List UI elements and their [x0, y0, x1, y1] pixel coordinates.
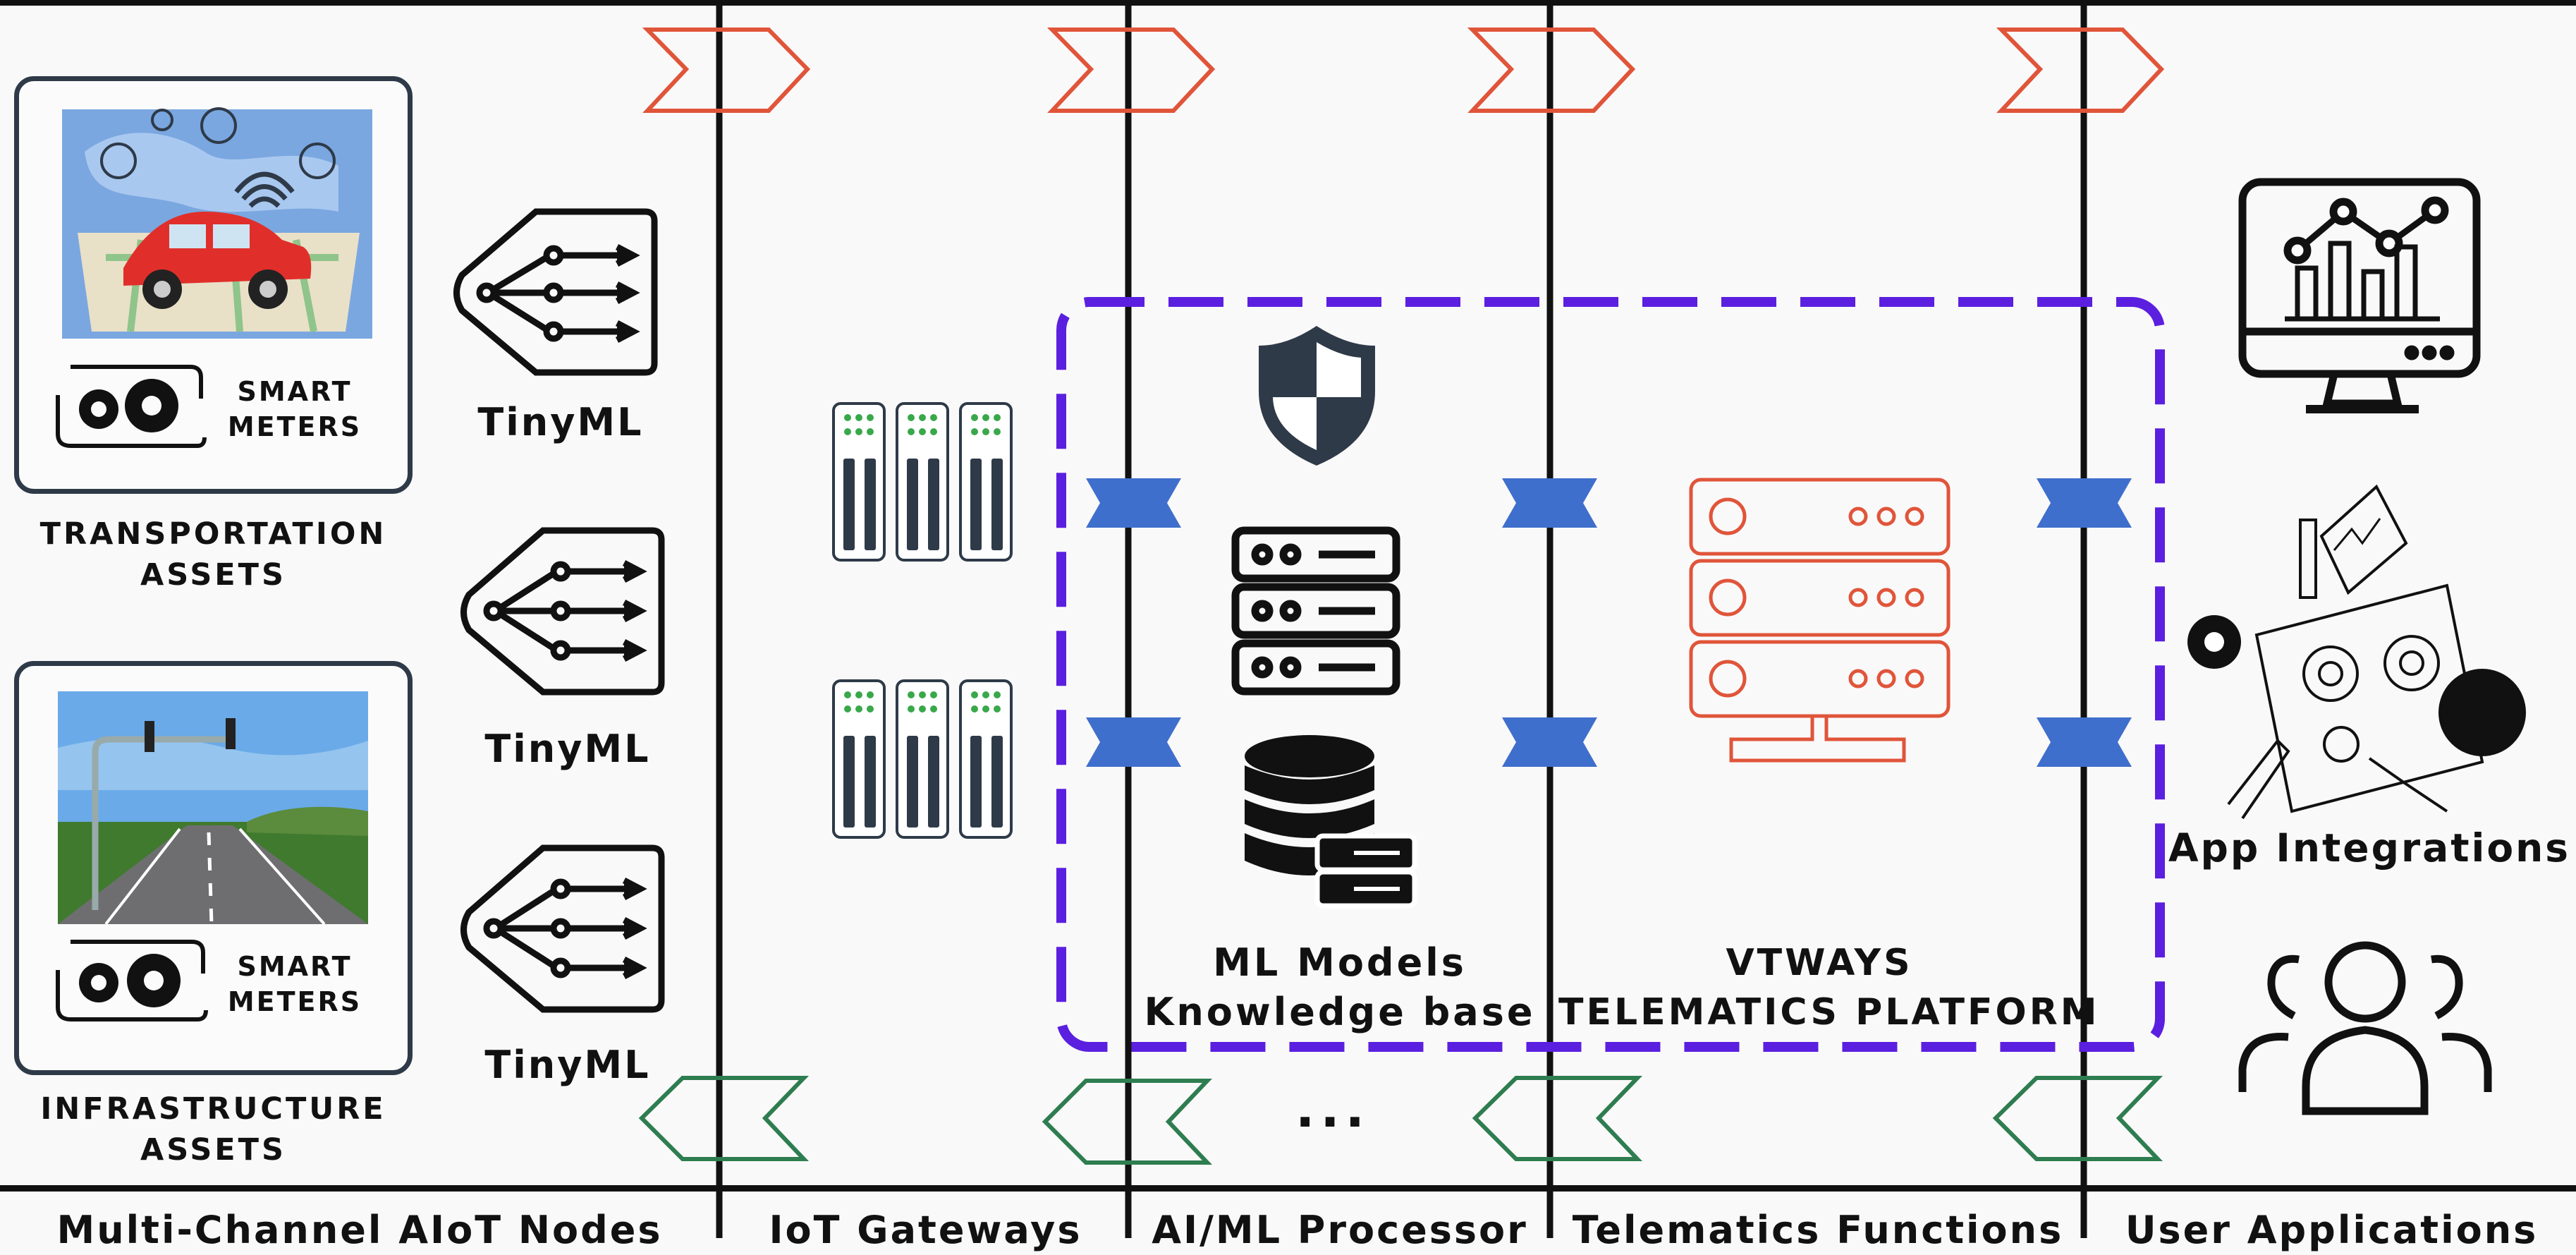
platform-boundary [1056, 297, 2165, 1052]
connector-2 [1086, 717, 1181, 767]
smart-meters-label-2: SMART METERS [227, 951, 362, 1017]
tinyml-label-1: TinyML [477, 400, 644, 444]
dashboard-monitor-icon [2238, 178, 2481, 413]
uplink-arrow-1 [642, 28, 811, 113]
gateway-rack-1 [832, 402, 1013, 562]
downlink-arrow-1 [638, 1076, 810, 1161]
vtways-platform-label: VTWAYS TELEMATICS PLATFORM [1558, 942, 2100, 1033]
connectors [1086, 478, 2132, 767]
ellipsis-label: ... [1295, 1079, 1371, 1139]
connector-4 [1502, 717, 1597, 767]
top-border [0, 0, 2576, 6]
smart-meter-gears-1 [56, 365, 207, 448]
tinyml-label-2: TinyML [484, 727, 651, 771]
lane-dividers [716, 0, 2087, 1238]
server-stack-icon [1231, 526, 1400, 696]
connector-3 [1502, 478, 1597, 528]
infrastructure-photo [58, 691, 368, 926]
smart-meters-label-1: SMART METERS [227, 376, 362, 442]
footer-label-ai-ml-processor: AI/ML Processor [1152, 1208, 1528, 1252]
app-integrations-illustration [2187, 484, 2526, 820]
uplink-arrows [642, 28, 2165, 113]
connector-1 [1086, 478, 1181, 528]
connector-5 [2037, 478, 2132, 528]
tinyml-icon-3 [460, 844, 665, 1013]
downlink-arrow-3 [1472, 1076, 1643, 1161]
shield-icon [1259, 326, 1375, 466]
ml-models-label: ML Models Knowledge base [1144, 940, 1536, 1034]
downlink-arrow-2 [1042, 1079, 1212, 1165]
footer-label-iot-gateways: IoT Gateways [769, 1208, 1082, 1252]
users-icon [2238, 941, 2492, 1115]
gateway-rack-2 [832, 679, 1013, 839]
smart-meter-gears-2 [56, 940, 208, 1021]
tinyml-icon-1 [453, 208, 658, 376]
footer-label-aiot-nodes: Multi-Channel AIoT Nodes [56, 1208, 663, 1252]
downlink-arrow-4 [1992, 1076, 2163, 1161]
transportation-assets-label: TRANSPORTATION ASSETS [39, 516, 387, 593]
footer-label-user-applications: User Applications [2125, 1208, 2539, 1252]
app-integrations-label: App Integrations [2168, 825, 2571, 871]
infrastructure-assets-label: INFRASTRUCTURE ASSETS [40, 1091, 386, 1168]
tinyml-icon-2 [460, 527, 665, 696]
footer-label-telematics-functions: Telematics Functions [1572, 1208, 2064, 1252]
connector-6 [2037, 717, 2132, 767]
footer-rule [0, 1185, 2576, 1192]
tinyml-label-3: TinyML [484, 1043, 651, 1087]
uplink-arrow-2 [1046, 28, 1216, 113]
uplink-arrow-4 [1996, 28, 2165, 113]
uplink-arrow-3 [1467, 28, 1636, 113]
downlink-arrows [638, 1076, 2163, 1165]
transportation-photo [62, 107, 372, 339]
database-icon [1245, 735, 1417, 909]
telematics-server-icon [1689, 478, 1951, 763]
